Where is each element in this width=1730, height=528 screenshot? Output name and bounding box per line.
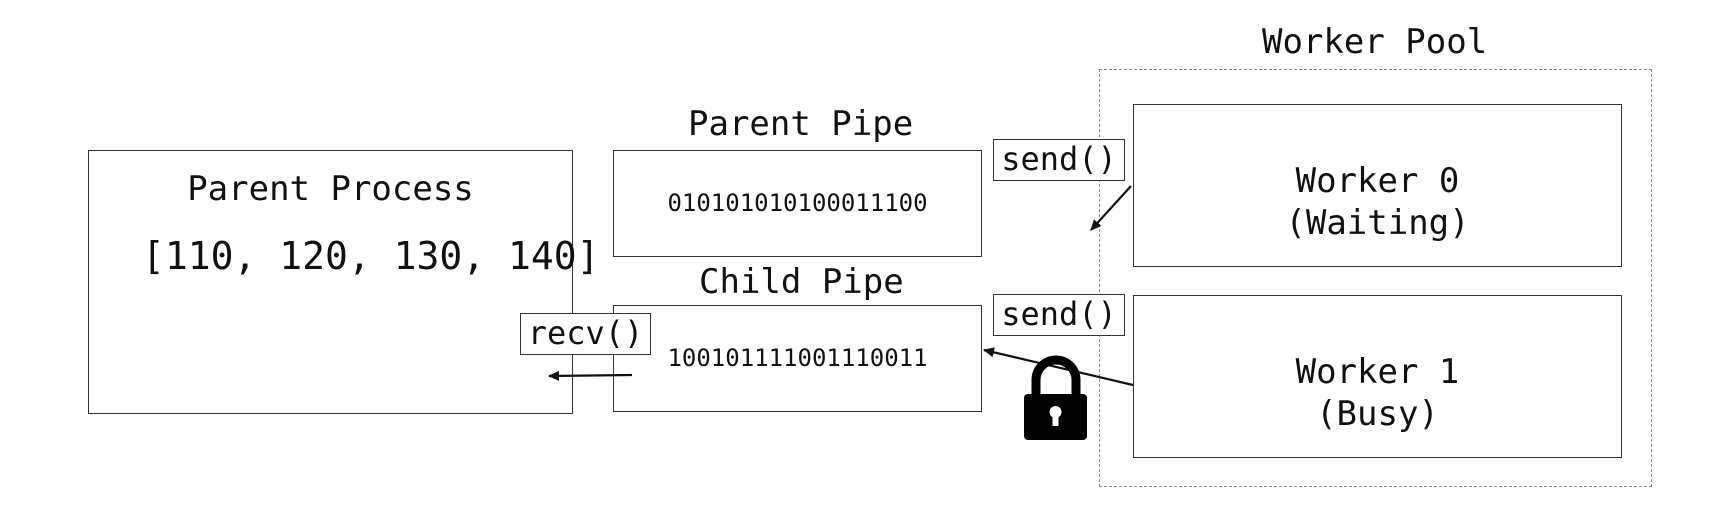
child-pipe-title: Child Pipe — [699, 262, 904, 302]
worker-pool — [1099, 69, 1652, 487]
parent-pipe-bits: 010101010100011100 — [667, 189, 928, 217]
worker-0-name: Worker 0 — [1295, 161, 1460, 201]
arrow-worker1-send — [983, 347, 1134, 387]
send-call-worker-0: send() — [993, 139, 1125, 181]
child-pipe-bits: 100101111001110011 — [667, 344, 928, 372]
parent-process-title: Parent Process — [187, 169, 474, 209]
worker-pool-title: Worker Pool — [1262, 22, 1488, 62]
worker-0-status: (Waiting) — [1285, 203, 1470, 243]
parent-pipe-box: 010101010100011100 — [613, 150, 982, 257]
send-call-worker-1: send() — [993, 294, 1125, 336]
worker-0-box: Worker 0 (Waiting) — [1133, 104, 1622, 267]
parent-process-data: [110, 120, 130, 140] — [142, 234, 600, 278]
lock-icon — [1024, 355, 1087, 440]
arrow-worker0-send — [1090, 185, 1132, 231]
child-pipe-box: 100101111001110011 — [613, 305, 982, 412]
arrow-recv — [548, 370, 633, 381]
worker-1-box: Worker 1 (Busy) — [1133, 295, 1622, 458]
worker-1-status: (Busy) — [1316, 394, 1439, 434]
parent-pipe-title: Parent Pipe — [688, 104, 914, 144]
recv-call: recv() — [520, 313, 651, 355]
worker-1-name: Worker 1 — [1295, 352, 1460, 392]
parent-process-box: Parent Process [110, 120, 130, 140] — [88, 150, 600, 414]
